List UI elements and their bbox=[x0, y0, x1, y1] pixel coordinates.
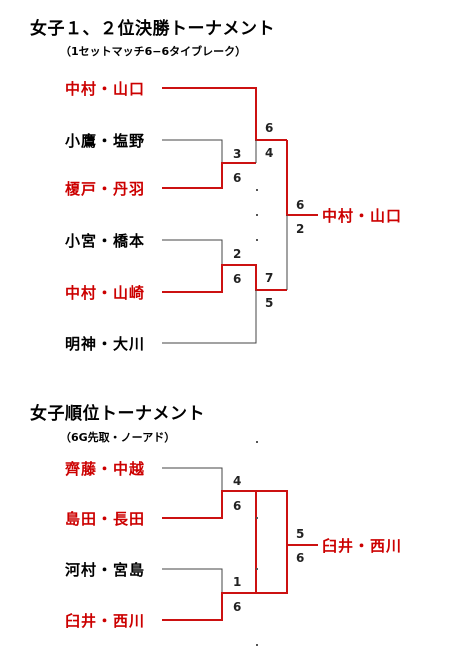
score: 7 bbox=[265, 271, 274, 285]
score: 4 bbox=[233, 474, 242, 488]
player-name: 齊藤・中越 bbox=[65, 460, 146, 478]
player-name: 小宮・橋本 bbox=[65, 232, 146, 250]
bracket-line bbox=[162, 545, 257, 621]
bracket-line bbox=[162, 239, 223, 265]
bracket-line bbox=[162, 139, 223, 163]
guide-dot bbox=[256, 441, 258, 443]
guide-dot bbox=[256, 517, 258, 519]
champion-name: 中村・山口 bbox=[322, 207, 403, 225]
player-name: 明神・大川 bbox=[65, 335, 146, 353]
bracket-line bbox=[162, 162, 256, 189]
score: 5 bbox=[265, 296, 274, 310]
guide-dot bbox=[256, 644, 258, 646]
section2-subtitle: （6G先取・ノーアド） bbox=[60, 431, 176, 444]
score: 2 bbox=[296, 222, 305, 236]
champion-name: 臼井・西川 bbox=[322, 537, 403, 555]
score: 6 bbox=[296, 551, 305, 565]
player-name: 島田・長田 bbox=[65, 510, 146, 528]
bracket-line bbox=[256, 490, 318, 546]
score: 6 bbox=[233, 600, 242, 614]
score: 2 bbox=[233, 247, 242, 261]
section1-subtitle: （1セットマッチ6−6タイブレーク） bbox=[60, 45, 247, 58]
player-name: 河村・宮島 bbox=[65, 561, 146, 579]
score: 6 bbox=[233, 499, 242, 513]
guide-dot bbox=[256, 214, 258, 216]
score: 6 bbox=[265, 121, 274, 135]
score: 5 bbox=[296, 527, 305, 541]
bracket-line bbox=[162, 490, 257, 545]
bracket-line bbox=[162, 290, 257, 344]
score: 3 bbox=[233, 147, 242, 161]
score: 1 bbox=[233, 575, 242, 589]
guide-dot bbox=[256, 568, 258, 570]
guide-dot bbox=[256, 189, 258, 191]
bracket-line bbox=[256, 545, 288, 594]
player-name: 榎戸・丹羽 bbox=[65, 180, 146, 198]
score: 4 bbox=[265, 146, 274, 160]
score: 6 bbox=[296, 198, 305, 212]
player-name: 中村・山崎 bbox=[65, 284, 146, 302]
player-name: 臼井・西川 bbox=[65, 612, 146, 630]
player-name: 小鷹・塩野 bbox=[65, 132, 146, 150]
score: 6 bbox=[233, 272, 242, 286]
section2-title: 女子順位トーナメント bbox=[30, 404, 205, 424]
score: 6 bbox=[233, 171, 242, 185]
bracket-line bbox=[162, 264, 287, 293]
guide-dot bbox=[256, 239, 258, 241]
player-name: 中村・山口 bbox=[65, 80, 146, 98]
bracket-line bbox=[162, 87, 287, 141]
bracket-line bbox=[162, 467, 223, 491]
section1-title: 女子１、２位決勝トーナメント bbox=[30, 19, 275, 39]
bracket-line bbox=[162, 568, 223, 593]
